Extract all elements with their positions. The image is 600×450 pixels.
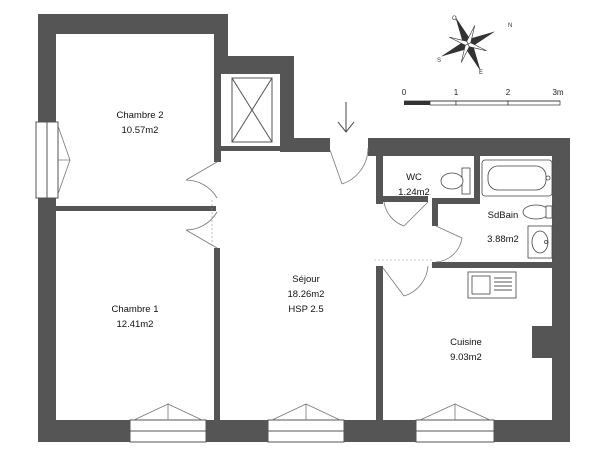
- compass-label-e: E: [479, 70, 483, 76]
- scale-bar: 0 1 2 3m: [402, 88, 564, 106]
- door-entrance: [329, 147, 369, 185]
- compass-label-n: N: [508, 23, 512, 29]
- door-bath: [435, 225, 463, 263]
- scale-tick-1: 1: [454, 88, 459, 97]
- room-name-sejour: Séjour: [292, 274, 319, 285]
- room-area-wc: 1.24m2: [398, 187, 430, 198]
- closet-box: [231, 77, 273, 143]
- room-area-cuisine: 9.03m2: [450, 352, 482, 363]
- window-left: [35, 121, 71, 199]
- wall-kitchen-left: [376, 266, 383, 420]
- wall-chambre1-right: [214, 248, 220, 420]
- toilet-icon: [440, 167, 471, 195]
- scale-tick-0: 0: [402, 88, 407, 97]
- closet-shaft: [231, 77, 273, 143]
- compass-rose-icon: [440, 16, 496, 72]
- fixtures: [440, 159, 553, 299]
- door-kitchen: [382, 265, 429, 297]
- wall-bath-corner: [368, 138, 382, 152]
- wall-kitchen-top: [432, 262, 554, 268]
- bath-sink-icon: [527, 225, 553, 259]
- door-chambre2: [185, 161, 218, 199]
- outer-walls: [38, 14, 570, 442]
- wall-bottom-2: [206, 420, 268, 442]
- wall-top-sejour: [280, 138, 330, 152]
- wall-chambre2-right: [214, 62, 221, 162]
- room-area-chambre2: 10.57m2: [122, 125, 159, 136]
- scale-segment-2: [429, 100, 457, 106]
- room-name-chambre2: Chambre 2: [117, 110, 164, 121]
- room-name-sdbain: SdBain: [488, 210, 519, 221]
- room-name-cuisine: Cuisine: [450, 337, 482, 348]
- wall-left-top: [38, 14, 56, 122]
- wall-right-closet: [280, 56, 294, 146]
- compass-label-o: O: [452, 16, 457, 22]
- room-area-sejour: 18.26m2: [288, 289, 325, 300]
- room-name-wc: WC: [406, 172, 422, 183]
- room-labels: Chambre 2 10.57m2 Chambre 1 12.41m2 Séjo…: [112, 110, 519, 363]
- wall-right: [552, 138, 570, 442]
- room-area-chambre1: 12.41m2: [117, 319, 154, 330]
- wall-wc-bath: [474, 156, 480, 204]
- wall-step-1: [214, 14, 228, 62]
- scale-segment-1: [404, 101, 430, 105]
- scale-segment-3: [455, 100, 509, 106]
- wall-wc-left: [376, 152, 383, 204]
- scale-tick-2: 2: [506, 88, 511, 97]
- compass-label-s: S: [437, 58, 441, 64]
- window-bottom-2: [267, 403, 345, 443]
- doors: [185, 147, 463, 297]
- door-chambre1: [185, 211, 218, 249]
- wall-closet-bottom: [221, 146, 280, 151]
- bathtub-icon: [481, 159, 553, 197]
- wall-bottom-4: [494, 420, 570, 442]
- entrance-arrow-icon: [337, 102, 355, 133]
- room-area-sdbain: 3.88m2: [487, 234, 519, 245]
- bidet-icon: [522, 204, 553, 220]
- wall-bath-left: [432, 198, 438, 226]
- wall-bottom-3: [344, 420, 416, 442]
- wall-bath-wc: [432, 198, 480, 204]
- room-height-sejour: HSP 2.5: [288, 304, 323, 315]
- scale-segment-4: [507, 100, 561, 106]
- window-bottom-3: [415, 403, 495, 443]
- room-name-chambre1: Chambre 1: [112, 304, 159, 315]
- wall-right-pillar: [532, 326, 554, 358]
- kitchen-sink-icon: [467, 271, 517, 299]
- wall-top-closet: [214, 56, 294, 74]
- door-wc: [383, 201, 429, 227]
- wall-left-bottom: [38, 198, 56, 442]
- window-bottom-1: [129, 403, 207, 443]
- wall-chambres: [56, 206, 216, 211]
- scale-tick-3: 3m: [552, 88, 563, 97]
- interior-walls: [56, 62, 554, 420]
- wall-top-bath: [368, 138, 570, 156]
- wall-wc-bottom: [376, 196, 428, 202]
- wall-top-chambre2: [38, 14, 228, 34]
- wall-bottom-1: [38, 420, 130, 442]
- windows: [35, 121, 495, 443]
